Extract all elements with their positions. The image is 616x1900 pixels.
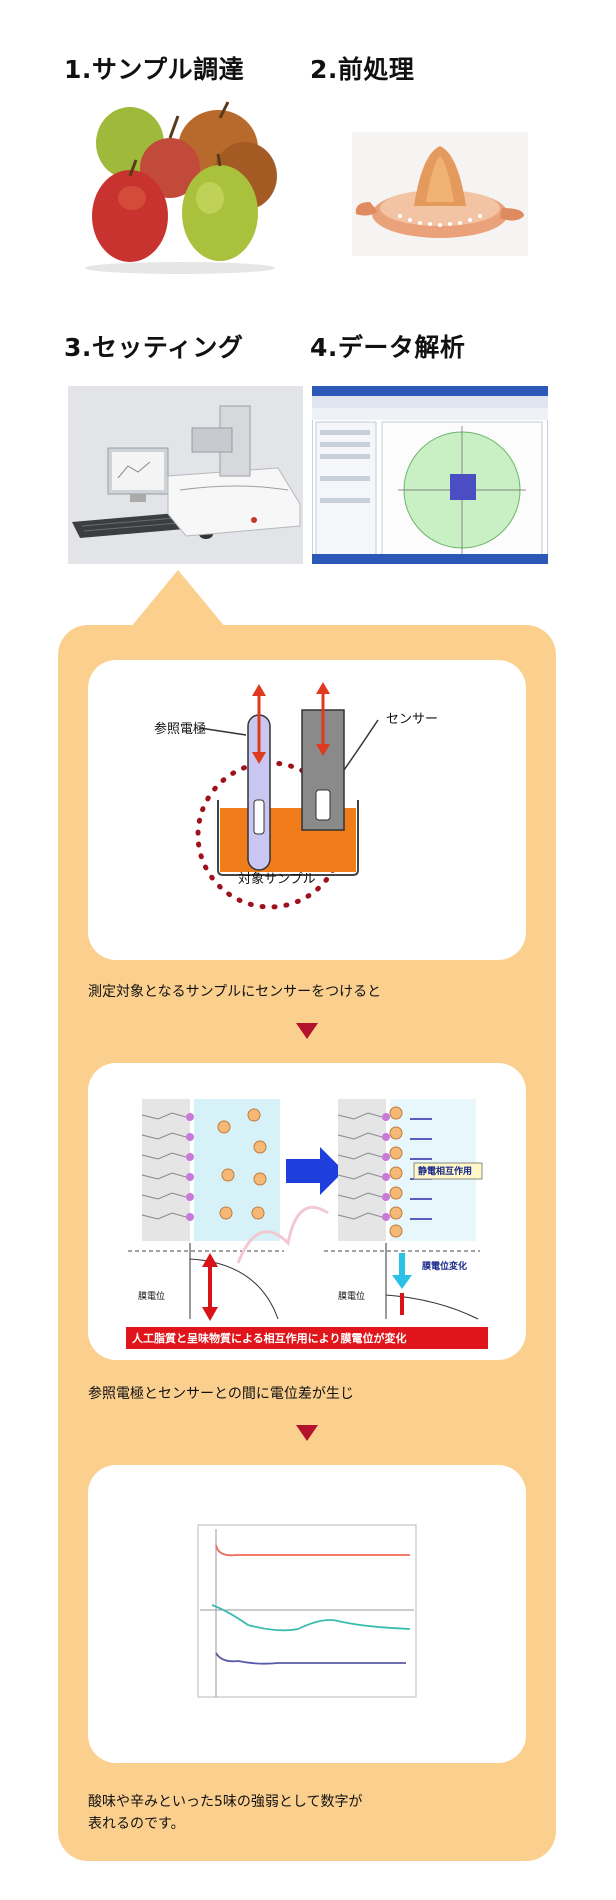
step-1-title: 1.サンプル調達 [64, 55, 245, 84]
pears-image [70, 98, 302, 276]
down-arrow-1 [296, 1023, 318, 1039]
electrode-diagram [195, 682, 379, 910]
instrument-image [68, 386, 303, 564]
membrane-potential-right-label: 膜電位 [338, 1292, 366, 1302]
step-2-title: 2.前処理 [310, 55, 415, 84]
caption-3-line-2: 表れるのです。 [88, 1816, 185, 1832]
step-3-title: 3.セッティング [64, 333, 244, 362]
membrane-diagram [126, 1099, 488, 1349]
potential-change-label: 膜電位変化 [422, 1262, 468, 1272]
step-4-title: 4.データ解析 [310, 333, 466, 362]
sensor-label: センサー [386, 712, 439, 727]
down-arrow-2 [296, 1425, 318, 1441]
bubble-pointer [130, 570, 226, 628]
membrane-potential-left-label: 膜電位 [138, 1292, 166, 1302]
output-graph-card [88, 1465, 526, 1763]
reference-electrode-label: 参照電極 [154, 722, 207, 737]
caption-1: 測定対象となるサンプルにセンサーをつけると [88, 984, 382, 1000]
membrane-diagram-card: 静電相互作用 膜電位変化 膜電位 膜電位 人工脂質と呈味物質による相互作用により… [88, 1063, 526, 1360]
sample-label: 対象サンプル [238, 872, 316, 887]
diagram-banner: 人工脂質と呈味物質による相互作用により膜電位が変化 [132, 1332, 407, 1345]
caption-2: 参照電極とセンサーとの間に電位差が生じ [88, 1386, 354, 1402]
caption-3-line-1: 酸味や辛みといった5味の強弱として数字が [88, 1794, 363, 1810]
output-graph [197, 1524, 417, 1698]
juicer-image [352, 132, 528, 256]
software-screenshot [312, 386, 548, 564]
explanation-panel: 参照電極 センサー 対象サンプル 測定対象となるサンプルにセンサーをつけると [58, 625, 556, 1861]
interaction-label: 静電相互作用 [418, 1167, 473, 1177]
electrode-diagram-card: 参照電極 センサー 対象サンプル [88, 660, 526, 960]
